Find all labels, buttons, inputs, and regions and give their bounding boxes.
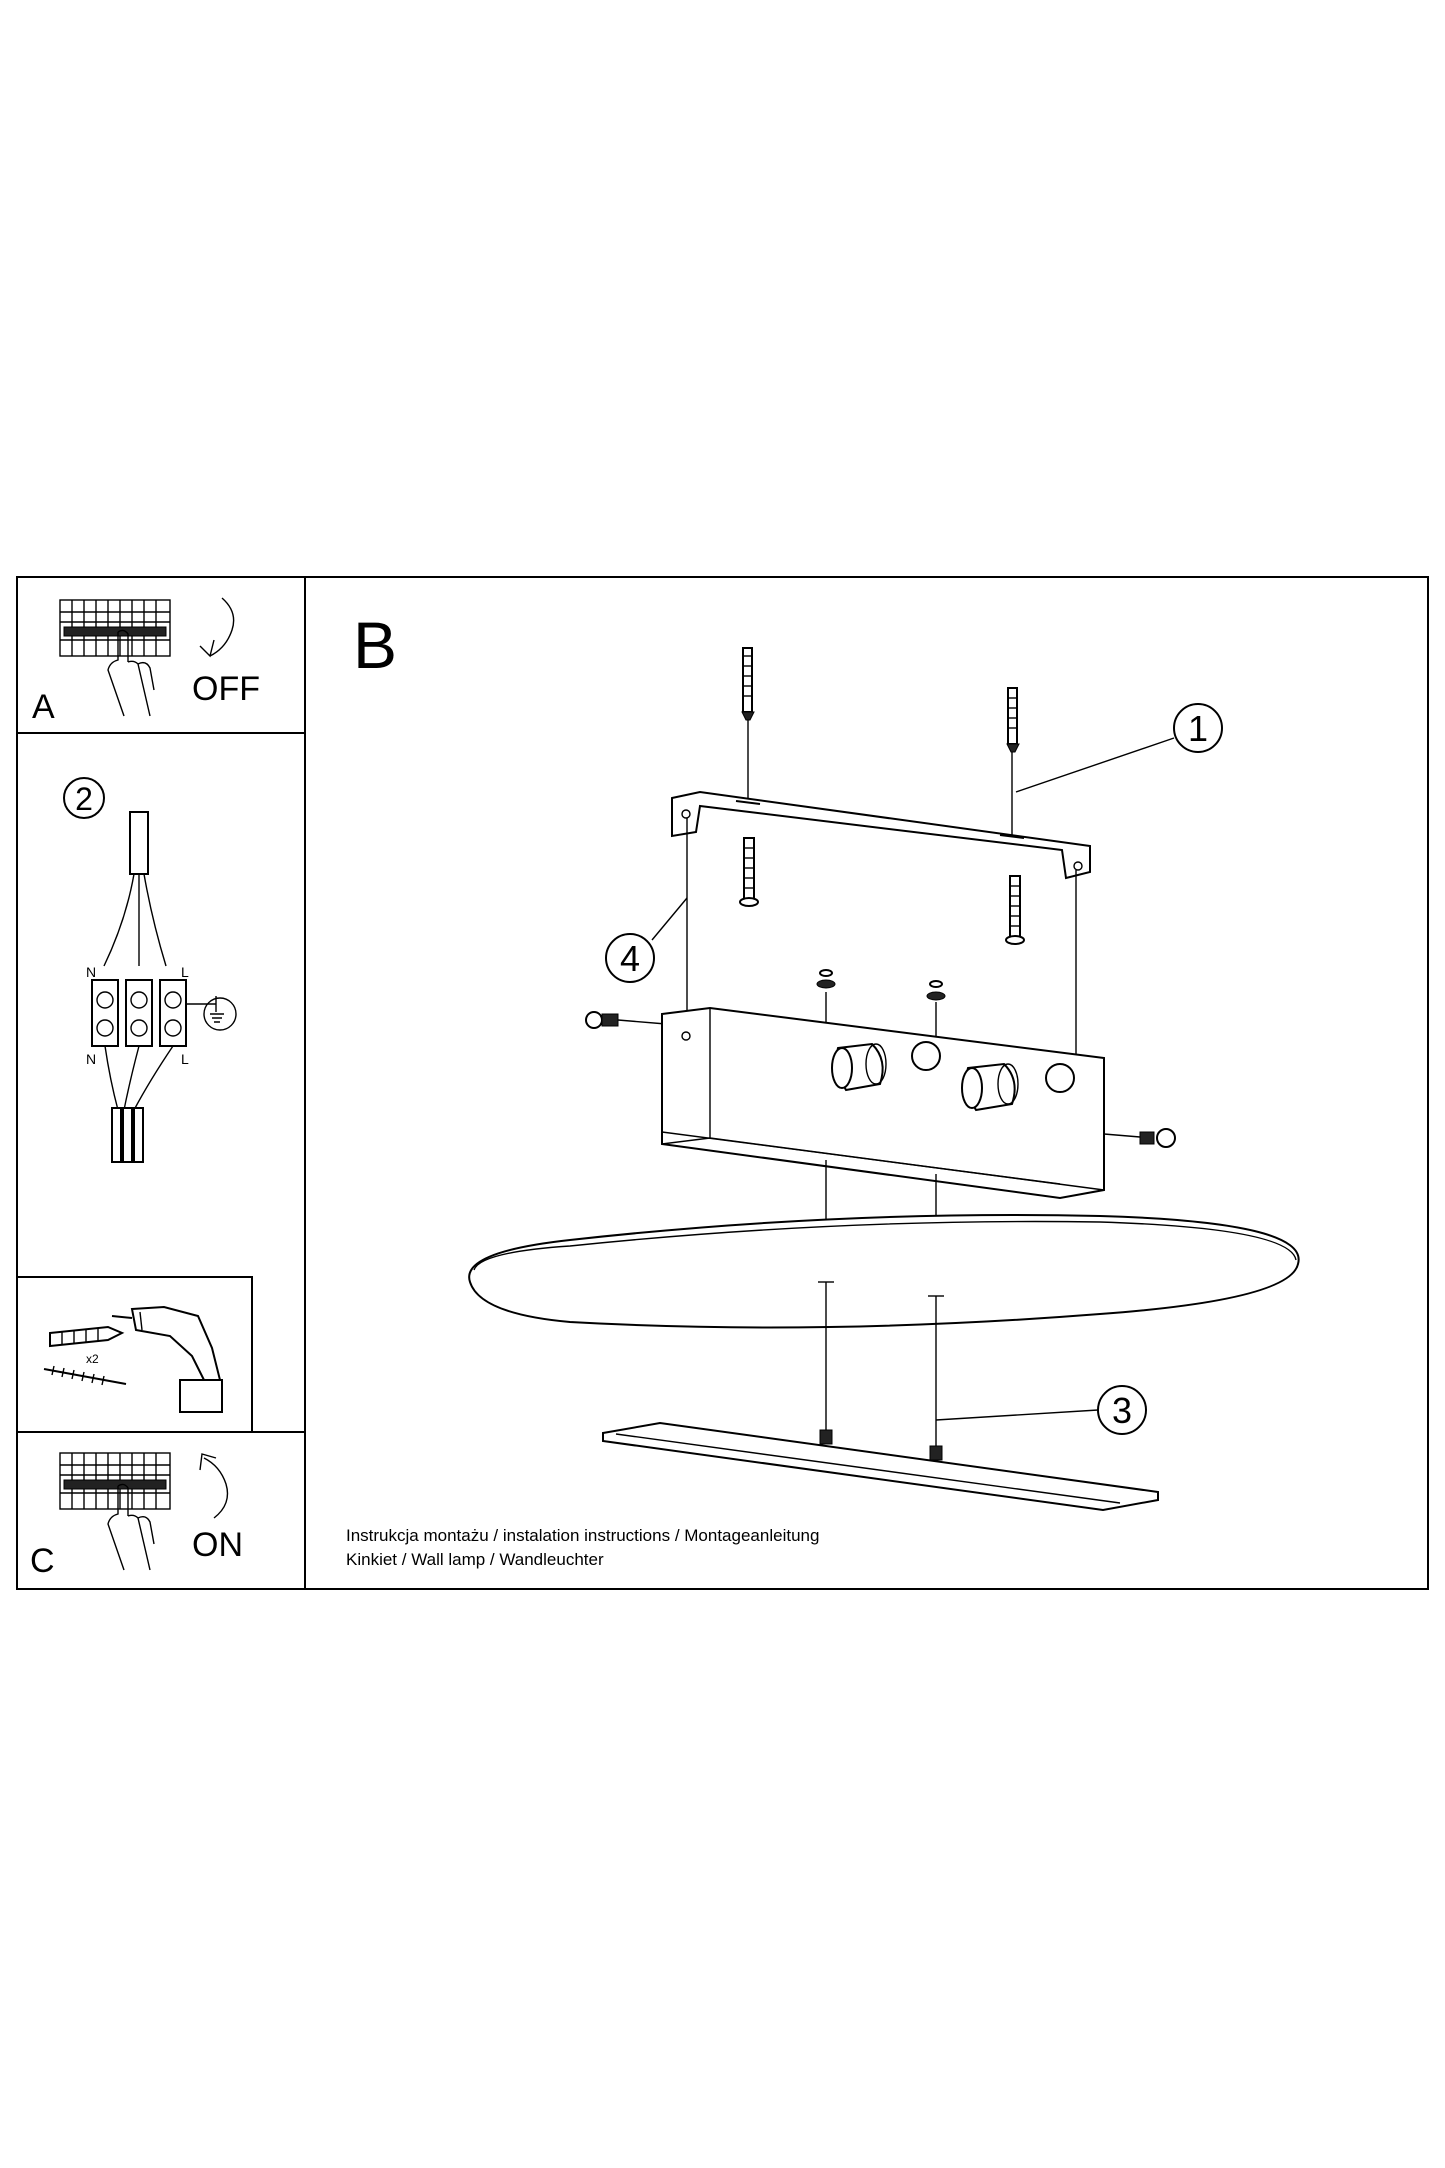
terminal-bottom-l: L	[181, 1051, 189, 1067]
footer-line-1: Instrukcja montażu / instalation instruc…	[346, 1526, 819, 1545]
ground-icon	[186, 996, 224, 1023]
step-a-letter: A	[32, 688, 55, 726]
terminal-top-n: N	[86, 964, 96, 980]
hand-icon	[107, 1483, 155, 1571]
arrow-up-icon	[199, 1453, 229, 1519]
svg-text:1: 1	[1188, 708, 1208, 749]
drill-icon	[111, 1305, 223, 1413]
panel-drill: x2	[43, 1305, 223, 1413]
frame	[16, 576, 1429, 1590]
arrow-down-icon	[199, 597, 235, 658]
off-label: OFF	[192, 670, 260, 708]
screw-icon	[739, 837, 759, 907]
step-b-letter: B	[353, 608, 397, 682]
footer-line-2: Kinkiet / Wall lamp / Wandleuchter	[346, 1550, 604, 1569]
screw-icon	[1005, 875, 1025, 945]
panel-b: B	[346, 608, 1300, 1569]
cable-wires-top	[103, 873, 167, 967]
cable-bottom	[111, 1107, 144, 1163]
svg-text:4: 4	[620, 938, 640, 979]
screw-icon	[43, 1365, 127, 1386]
terminal-top-l: L	[181, 964, 189, 980]
hand-icon	[107, 629, 155, 717]
terminal-block	[91, 979, 187, 1047]
cable-top	[129, 811, 149, 875]
screw-icon	[585, 1011, 667, 1029]
socket	[831, 1042, 887, 1092]
mounting-bracket	[671, 790, 1091, 880]
wall-plug-icon	[49, 1325, 125, 1348]
panel-wiring: 2 N L N L	[63, 777, 237, 1163]
step-c-letter: C	[30, 1542, 55, 1580]
breaker-switch-icon	[59, 1452, 171, 1510]
lamp-shade	[468, 1214, 1300, 1329]
terminal-bottom-n: N	[86, 1051, 96, 1067]
diffuser-bar	[602, 1421, 1159, 1512]
callout-2-circle	[63, 777, 105, 819]
callout-1: 1	[1015, 703, 1223, 793]
screw-icon	[1006, 687, 1020, 753]
washer-icon	[816, 969, 946, 1001]
callout-2: 2	[75, 781, 93, 817]
callout-4: 4	[605, 897, 688, 983]
callout-3: 3	[935, 1385, 1147, 1435]
breaker-switch-icon	[59, 599, 171, 657]
socket	[961, 1062, 1019, 1112]
lamp-housing	[661, 1006, 1105, 1200]
on-label: ON	[192, 1526, 243, 1564]
screw-icon	[1103, 1128, 1176, 1148]
panel-a: A OFF	[32, 597, 260, 726]
drill-count: x2	[86, 1352, 99, 1366]
cable-wires-bottom	[104, 1045, 174, 1111]
screw-icon	[741, 647, 755, 721]
svg-text:3: 3	[1112, 1390, 1132, 1431]
panel-c: C ON	[30, 1452, 243, 1580]
